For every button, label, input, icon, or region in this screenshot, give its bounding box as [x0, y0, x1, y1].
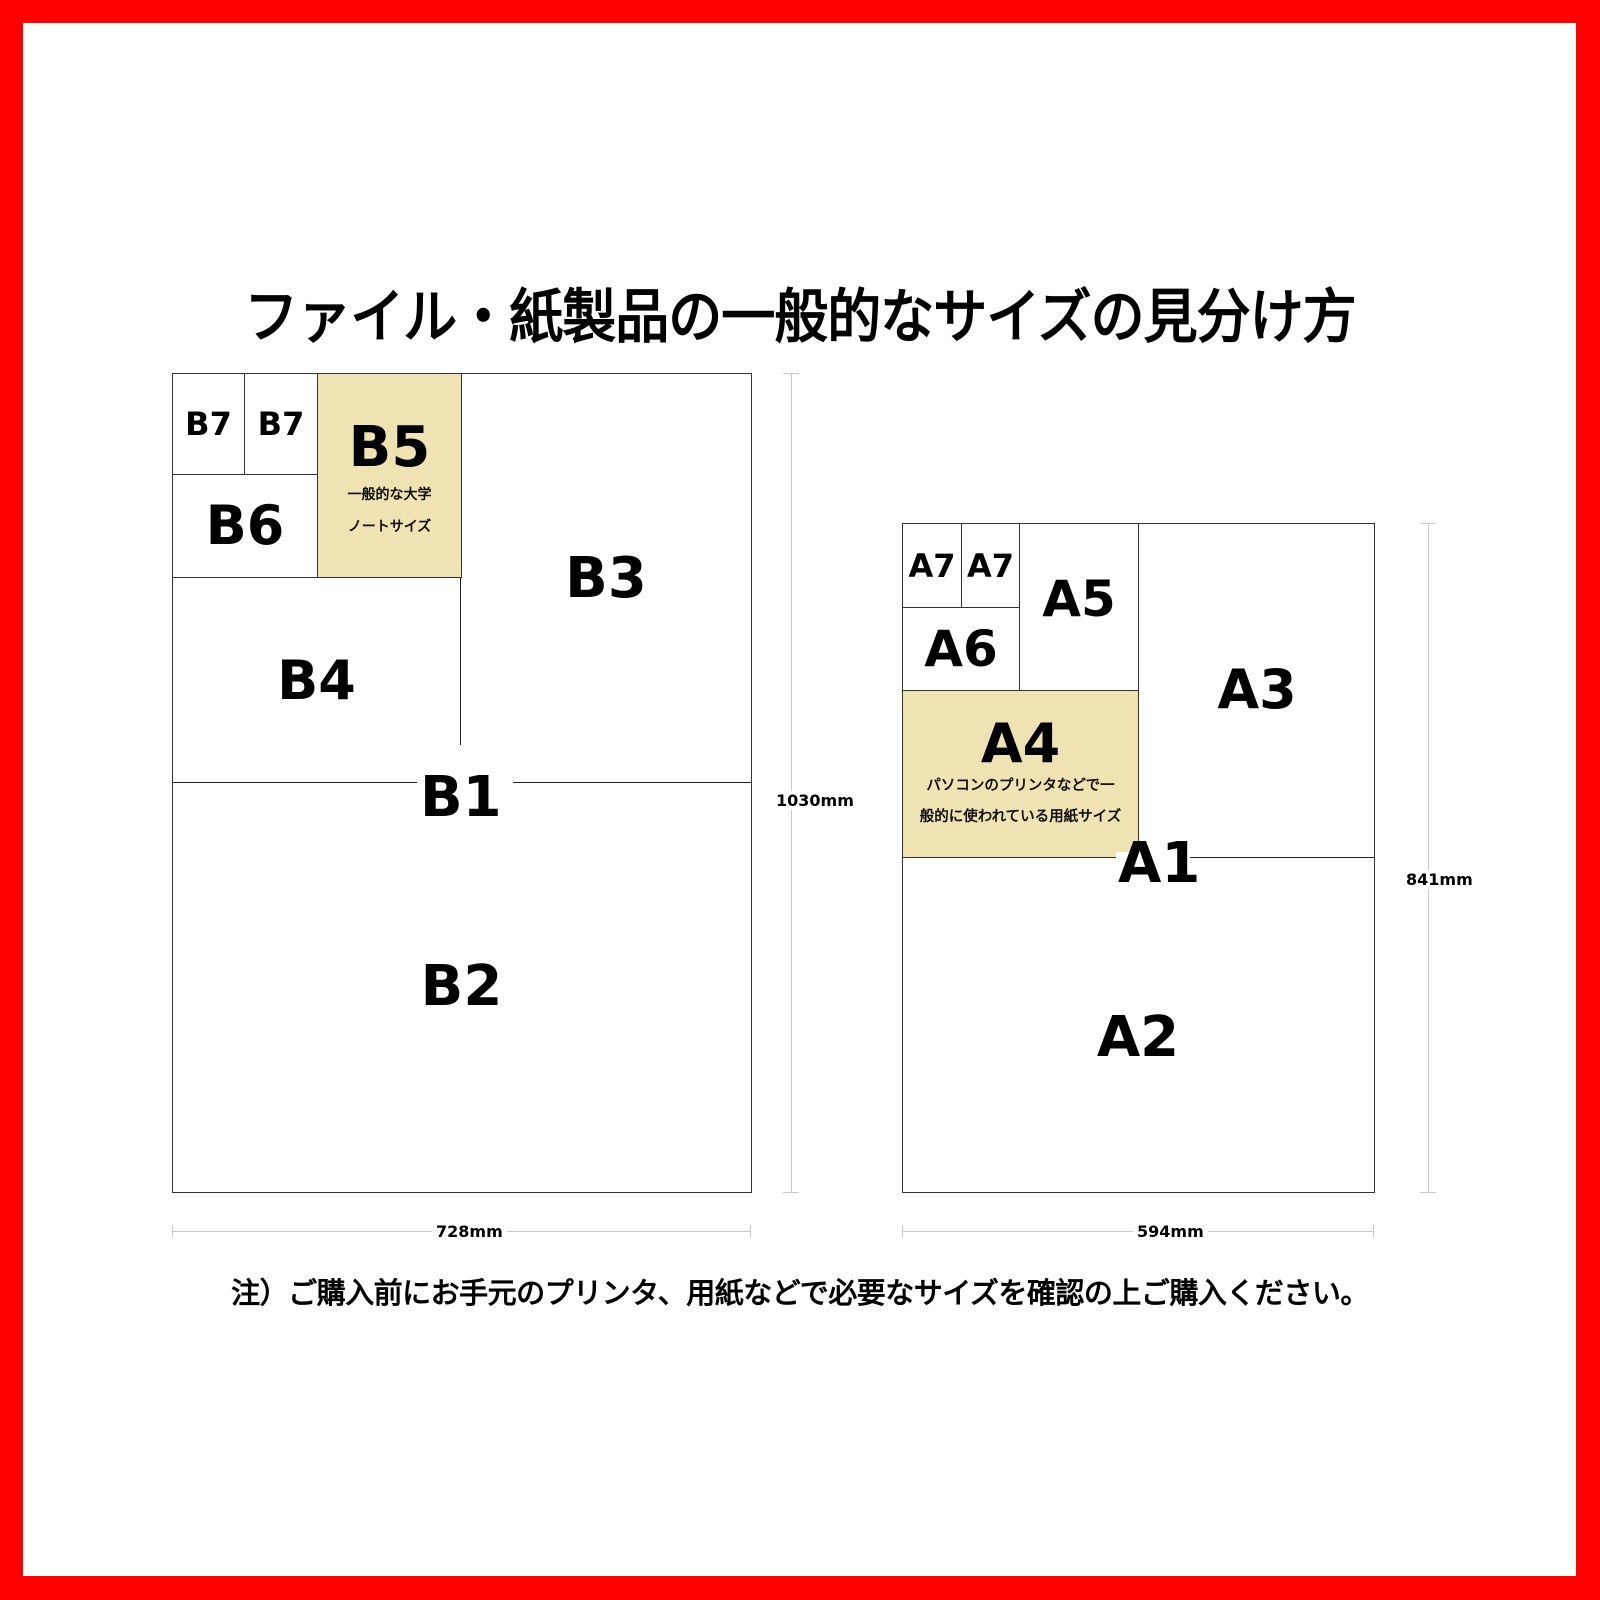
a3-label: A3	[1217, 658, 1297, 721]
a4-label: A4	[980, 712, 1061, 775]
a-height-tick-bottom	[1420, 1192, 1436, 1193]
b-height-tick-bottom	[783, 1192, 799, 1193]
a5-label: A5	[1042, 570, 1116, 628]
page-title: ファイル・紙製品の一般的なサイズの見分け方	[244, 282, 1356, 351]
b3-label: B3	[565, 546, 647, 611]
b5-cell: B5 一般的な大学 ノートサイズ	[317, 373, 462, 578]
b-height-dimension-label: 1030mm	[772, 791, 858, 810]
a5-cell: A5	[1019, 523, 1139, 691]
b1-midline-left	[172, 782, 417, 783]
b2-label: B2	[420, 954, 503, 1019]
a7-right-cell: A7	[961, 523, 1020, 608]
b-width-dimension-label: 728mm	[432, 1222, 507, 1241]
a-width-tick-right	[1373, 1225, 1374, 1237]
a6-label: A6	[924, 620, 998, 678]
a7-left-label: A7	[908, 546, 956, 585]
a1-midline	[1190, 857, 1374, 858]
b5-description-line1: 一般的な大学	[347, 487, 432, 503]
b6-cell: B6	[172, 474, 318, 578]
b4-region: B4	[172, 577, 461, 783]
purchase-note: 注）ご購入前にお手元のプリンタ、用紙などで必要なサイズを確認の上ご購入ください。	[231, 1276, 1369, 1310]
b-width-tick-right	[750, 1225, 751, 1237]
b-height-dimension-line	[791, 373, 792, 1193]
b3-region: B3	[461, 373, 751, 782]
b7-right-cell: B7	[244, 373, 318, 475]
b4-label: B4	[277, 648, 356, 712]
a4-cell: A4 パソコンのプリンタなどで一 般的に使われている用紙サイズ	[902, 690, 1139, 858]
b7-left-label: B7	[185, 405, 232, 443]
b5-label: B5	[348, 415, 431, 480]
b1-label: B1	[420, 765, 502, 830]
a3-region: A3	[1138, 523, 1375, 857]
a2-region: A2	[902, 857, 1374, 1192]
a7-left-cell: A7	[902, 523, 962, 608]
a6-cell: A6	[902, 607, 1020, 691]
a2-label: A2	[1096, 1004, 1180, 1070]
a1-label-background	[1116, 852, 1188, 888]
a4-description-line1: パソコンのプリンタなどで一	[926, 778, 1115, 794]
b1-midline-right	[513, 782, 751, 783]
a7-right-label: A7	[966, 546, 1015, 585]
a-width-dimension-label: 594mm	[1133, 1222, 1208, 1241]
b6-label: B6	[205, 494, 285, 557]
b2-region: B2	[172, 782, 751, 1192]
b7-left-cell: B7	[172, 373, 245, 475]
b5-description-line2: ノートサイズ	[347, 519, 432, 535]
a-height-dimension-label: 841mm	[1402, 870, 1477, 889]
a4-description-line2: 般的に使われている用紙サイズ	[919, 808, 1122, 825]
a-height-dimension-line	[1428, 523, 1429, 1193]
a1-label: A1	[1118, 831, 1201, 896]
b7-right-label: B7	[257, 405, 305, 443]
